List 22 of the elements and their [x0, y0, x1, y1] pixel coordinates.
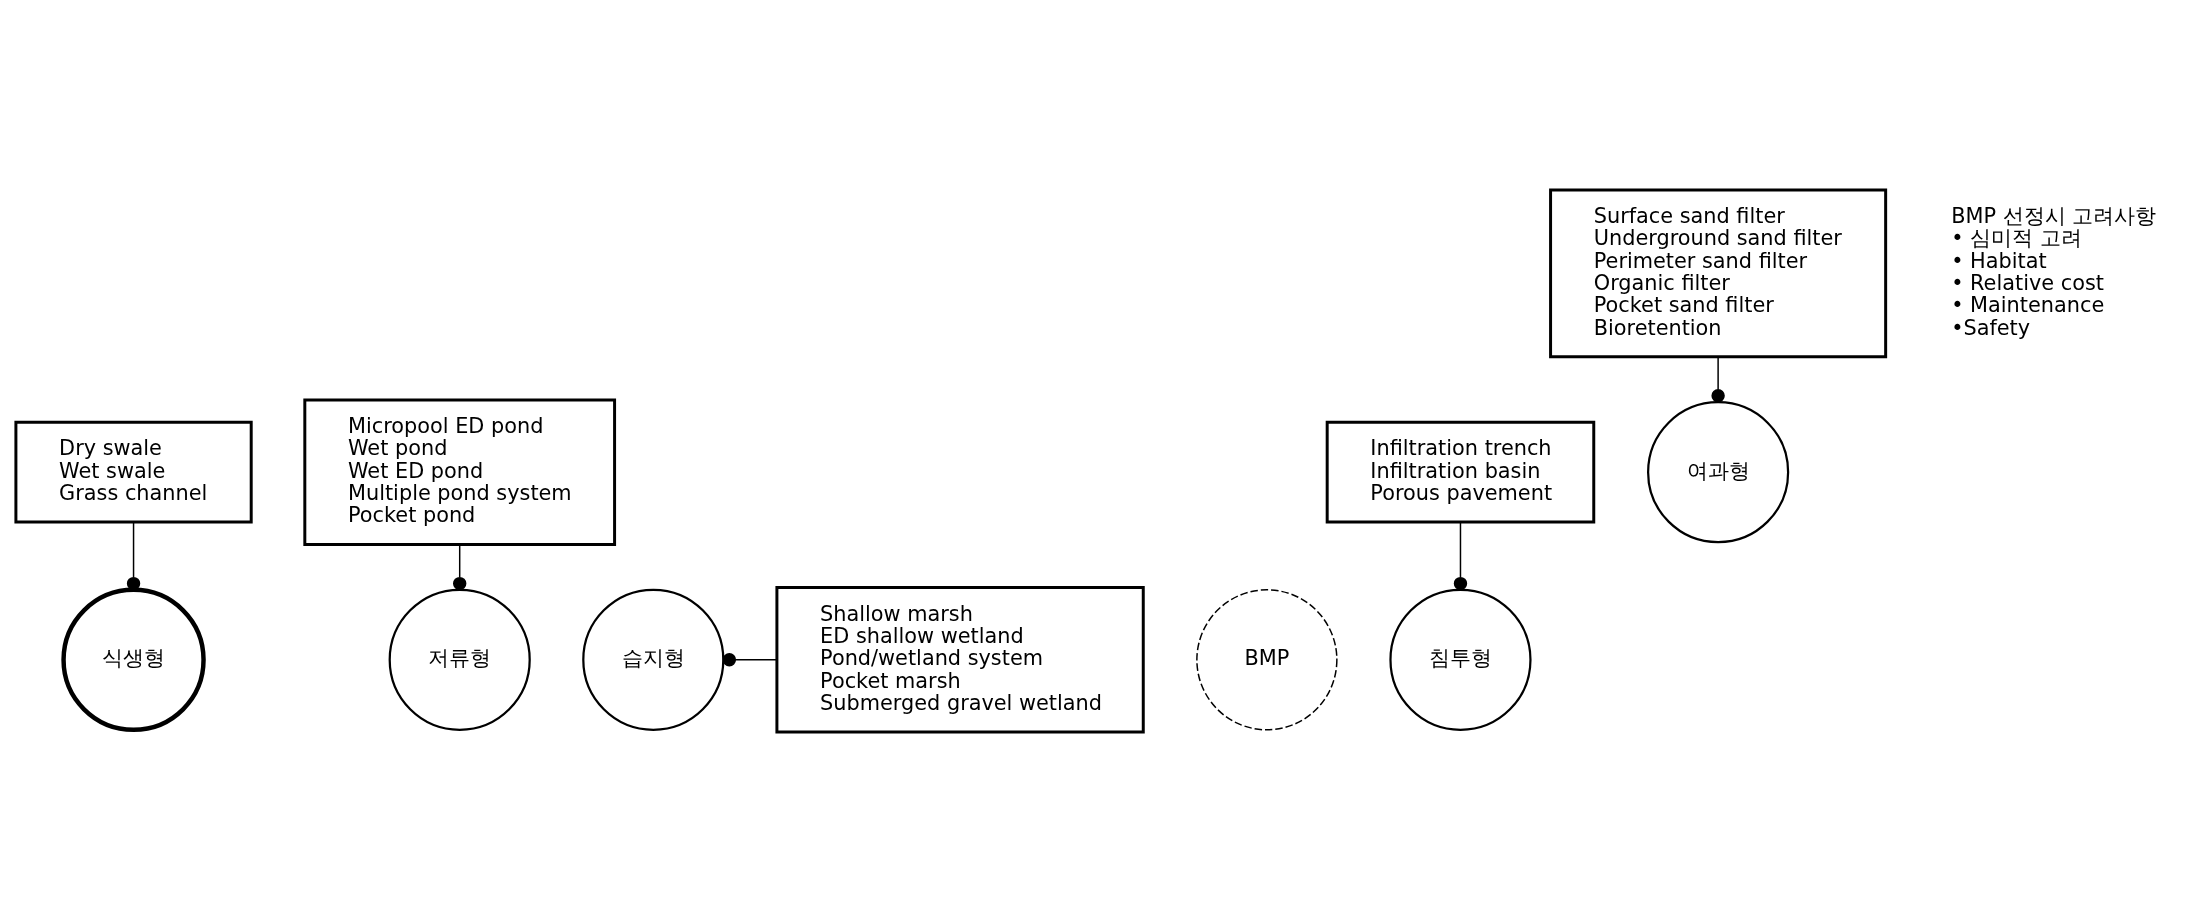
label: •Safety [1951, 315, 2031, 340]
label: BMP 선정시 고려사항 [1951, 204, 2157, 229]
node-box: Shallow marsh ED shallow wetland Pond/wetland system Pocket marsh Submerged gravel wetland [775, 586, 1145, 734]
label: • Maintenance [1951, 293, 2105, 318]
connector [453, 544, 467, 591]
connector [1711, 356, 1725, 403]
node-box: Infiltration trench Infiltration basin Porous pavement [1325, 420, 1596, 524]
node-box: Surface sand filter Underground sand filter Perimeter sand filter Organic filter Pocket sand filter Bioretention [1549, 188, 1888, 359]
node-box: Dry swale Wet swale Grass channel [14, 420, 253, 524]
node-circle: 저류형 [388, 588, 531, 731]
label: • Habitat [1951, 248, 2047, 273]
label: • 심미적 고려 [1951, 226, 2082, 251]
node-box: Micropool ED pond Wet pond Wet ED pond Multiple pond system Pocket pond [303, 398, 617, 546]
node-circle: 식생형 [61, 587, 206, 733]
connector [1453, 521, 1468, 591]
label: • Relative cost [1951, 271, 2104, 296]
node-circle: BMP [1196, 589, 1338, 731]
connector [126, 521, 141, 591]
connector [722, 653, 778, 667]
node-circle: 습지형 [582, 588, 725, 731]
node-circle: 여과형 [1647, 401, 1790, 544]
node-circle: 침투형 [1389, 588, 1532, 731]
